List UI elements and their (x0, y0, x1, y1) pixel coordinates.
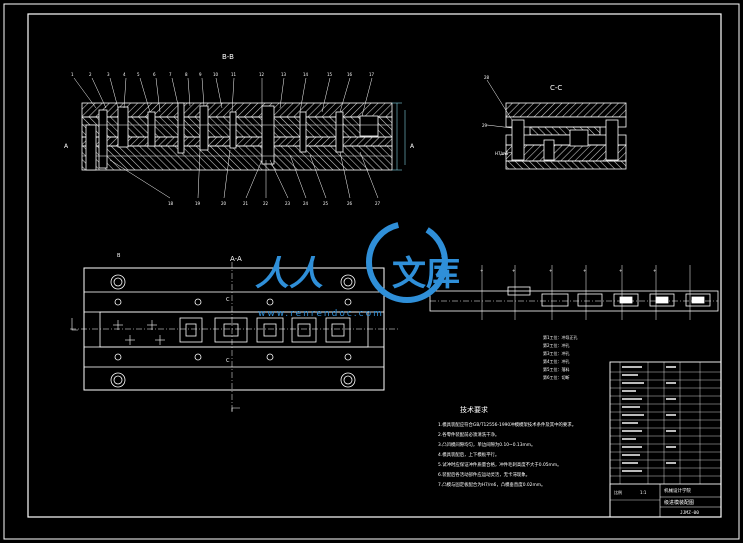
svg-text:7: 7 (169, 72, 172, 77)
svg-text:17: 17 (369, 72, 375, 77)
svg-text:3.凸凹模间隙均匀，单边间隙为0.10~0.13mm。: 3.凸凹模间隙均匀，单边间隙为0.10~0.13mm。 (438, 441, 535, 448)
svg-text:10: 10 (213, 72, 219, 77)
svg-text:20: 20 (221, 201, 227, 206)
svg-text:H7/m6: H7/m6 (495, 151, 509, 156)
svg-text:5: 5 (137, 72, 140, 77)
technical-requirements: 技术要求 1.模具装配应符合GB/T12556-1990冲模模架技术条件及其中的… (438, 405, 576, 488)
watermark: 人人 文库 www.renrendoc.com (255, 221, 460, 319)
watermark-url: www.renrendoc.com (258, 309, 384, 319)
svg-text:1: 1 (71, 72, 74, 77)
strip-layout: + + + + + + 第1工位：冲导正孔 第2工位：冲孔 第3工位：冲孔 第4工位：冲… (429, 265, 719, 380)
svg-text:第4工位：冲孔: 第4工位：冲孔 (543, 358, 570, 364)
section-cc-view: C-C 28 29 H7/m6 (482, 75, 627, 170)
svg-text:7.凸模与固定板配合为H7/m6，凸模垂直度0.02mm。: 7.凸模与固定板配合为H7/m6，凸模垂直度0.02mm。 (438, 481, 545, 488)
svg-text:+: + (512, 268, 515, 273)
svg-text:+: + (583, 268, 586, 273)
outer-frame (3, 3, 740, 540)
section-a-marker-right: A (410, 143, 415, 150)
svg-text:6.装配后各活动部件应运动灵活，无卡滞现象。: 6.装配后各活动部件应运动灵活，无卡滞现象。 (438, 471, 530, 478)
svg-text:12: 12 (259, 72, 265, 77)
section-a-marker-left: A (64, 143, 69, 150)
svg-text:2.各零件装配前必须清洗干净。: 2.各零件装配前必须清洗干净。 (438, 431, 499, 438)
section-cc-label: C-C (550, 84, 562, 92)
svg-text:5.试冲时应保证冲件质量合格，冲件毛刺高度不大于0.05mm: 5.试冲时应保证冲件质量合格，冲件毛刺高度不大于0.05mm。 (438, 461, 562, 468)
title-drawing-name: 级进模装配图 (664, 499, 694, 506)
svg-text:+: + (653, 268, 656, 273)
svg-text:16: 16 (347, 72, 353, 77)
svg-text:3: 3 (107, 72, 110, 77)
svg-text:6: 6 (153, 72, 156, 77)
title-scale: 1:1 (640, 490, 647, 495)
section-aa-label: A-A (230, 255, 242, 263)
svg-text:18: 18 (168, 201, 174, 206)
svg-text:8: 8 (185, 72, 188, 77)
svg-text:1.模具装配应符合GB/T12556-1990冲模模架技术条: 1.模具装配应符合GB/T12556-1990冲模模架技术条件及其中的要求。 (438, 421, 576, 428)
svg-text:+: + (549, 268, 552, 273)
section-c-marker-top: C (226, 297, 230, 303)
watermark-ring (366, 221, 448, 303)
plan-view-aa: A-A B (70, 253, 400, 412)
title-drawing-number: JJMZ-00 (680, 510, 699, 516)
svg-text:第6工位：切断: 第6工位：切断 (543, 374, 570, 380)
svg-text:+: + (480, 268, 483, 273)
svg-text:24: 24 (303, 201, 309, 206)
watermark-brand-left: 人人 (255, 254, 323, 294)
svg-text:第2工位：冲孔: 第2工位：冲孔 (543, 342, 570, 348)
title-school: 机械设计学院 (664, 487, 691, 494)
svg-text:19: 19 (195, 201, 201, 206)
svg-text:15: 15 (327, 72, 333, 77)
svg-text:9: 9 (199, 72, 202, 77)
section-bb-label: B-B (222, 53, 234, 61)
svg-text:4.模具装配后，上下模板平行。: 4.模具装配后，上下模板平行。 (438, 451, 499, 458)
svg-text:23: 23 (285, 201, 291, 206)
svg-text:第3工位：冲孔: 第3工位：冲孔 (543, 350, 570, 356)
section-bb-view: B-B (64, 53, 415, 206)
svg-text:14: 14 (303, 72, 309, 77)
inner-frame (27, 13, 722, 518)
svg-text:+: + (619, 268, 622, 273)
svg-text:22: 22 (263, 201, 269, 206)
section-c-marker-bottom: C (226, 358, 230, 364)
svg-text:25: 25 (323, 201, 329, 206)
svg-text:13: 13 (281, 72, 287, 77)
section-b-marker: B (117, 253, 121, 259)
svg-text:27: 27 (375, 201, 381, 206)
strip-notes: 第1工位：冲导正孔 第2工位：冲孔 第3工位：冲孔 第4工位：冲孔 第5工位：落… (543, 334, 578, 380)
svg-text:29: 29 (482, 123, 488, 128)
watermark-brand-right: 文库 (392, 254, 460, 294)
svg-text:2: 2 (89, 72, 92, 77)
svg-text:第1工位：冲导正孔: 第1工位：冲导正孔 (543, 334, 578, 340)
title-block: 机械设计学院 级进模装配图 JJMZ-00 比例 1:1 (609, 361, 722, 518)
svg-text:26: 26 (347, 201, 353, 206)
title-scale-label: 比例 (614, 489, 622, 495)
notes-title: 技术要求 (460, 405, 488, 414)
svg-text:4: 4 (123, 72, 126, 77)
svg-text:28: 28 (484, 75, 490, 80)
svg-text:第5工位：落料: 第5工位：落料 (543, 366, 570, 372)
svg-text:21: 21 (243, 201, 249, 206)
svg-text:11: 11 (231, 72, 237, 77)
